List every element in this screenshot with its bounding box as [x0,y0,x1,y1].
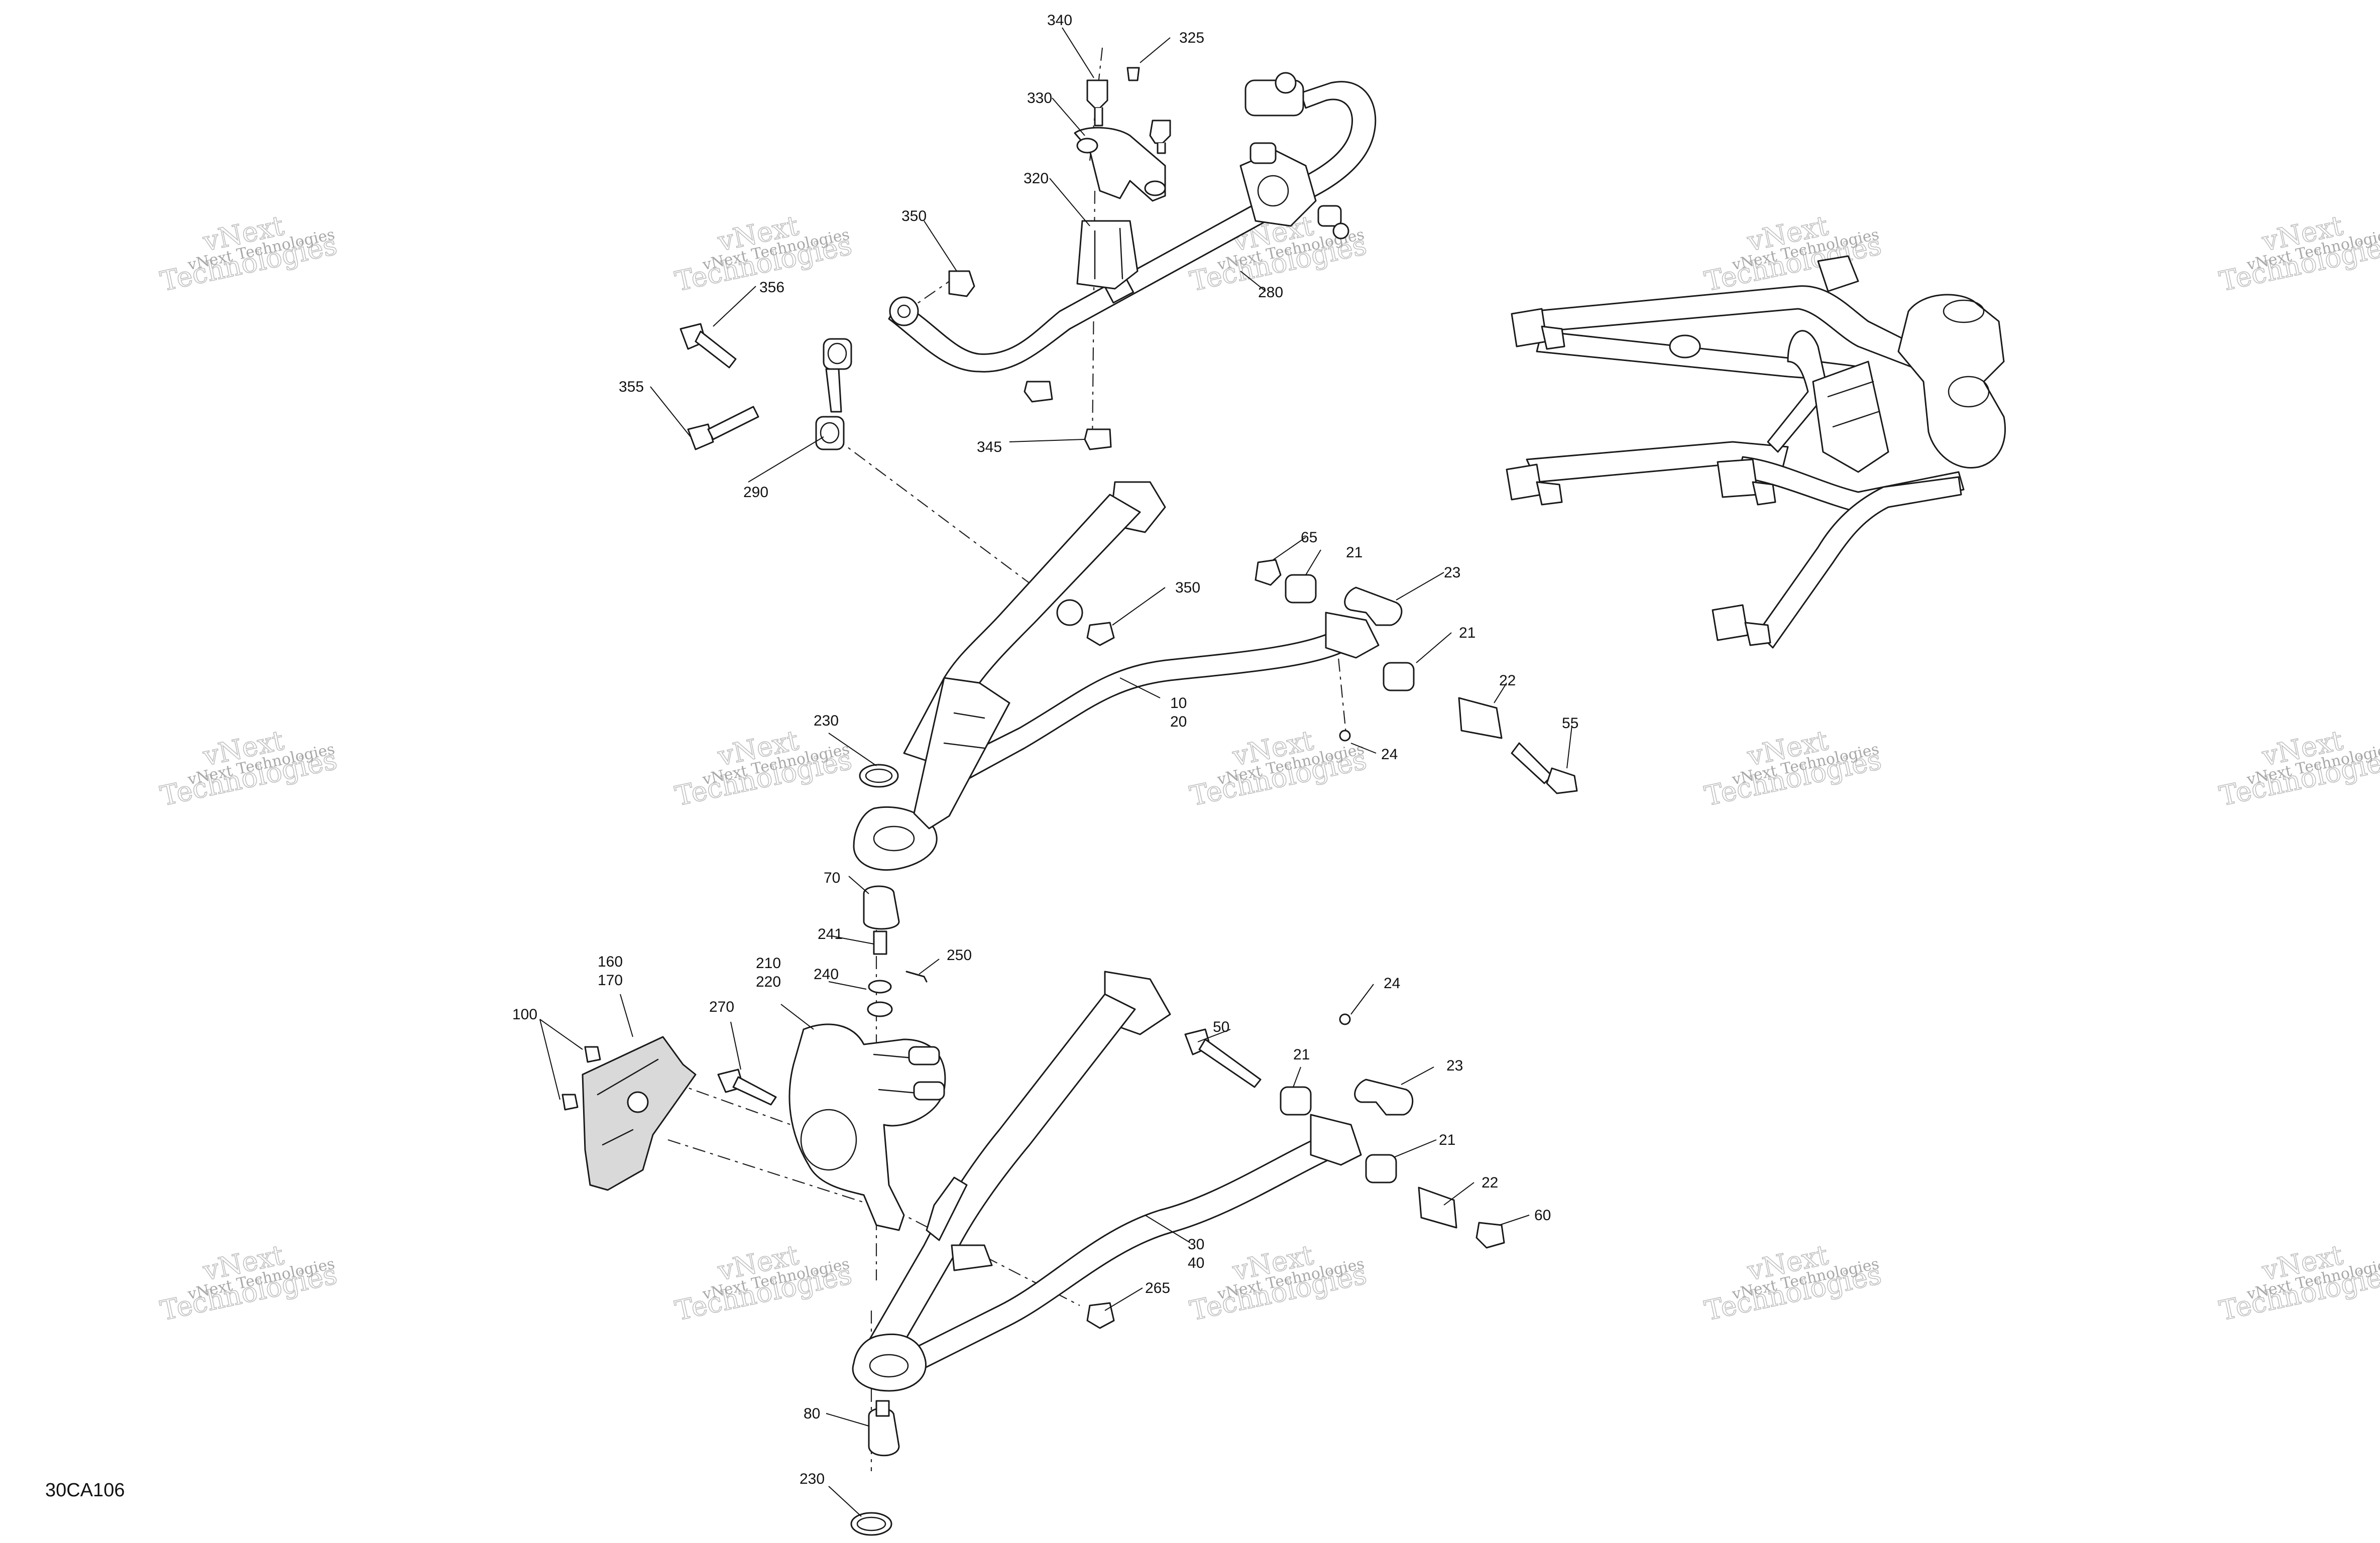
callout-65: 65 [1301,529,1317,546]
callout-230-upper: 230 [814,713,839,729]
callout-55: 55 [1562,715,1578,732]
watermark: Technologies vNext Technologies vNext [1187,1239,1370,1327]
stabilizer-link [679,270,1112,450]
callout-30: 30 [1188,1236,1204,1253]
callout-290: 290 [743,484,768,501]
watermark: Technologies vNext Technologies vNext [672,1239,855,1327]
callout-21-b: 21 [1459,625,1476,641]
callout-320: 320 [1024,170,1049,187]
watermark: Technologies vNext Technologies vNext [1187,724,1370,812]
upper-arm-hardware [1255,559,1578,794]
callout-24-b: 24 [1384,975,1400,992]
callout-100: 100 [512,1006,537,1023]
assembly-line [1335,632,1347,734]
callout-40: 40 [1188,1255,1204,1271]
callout-350-mid: 350 [1175,579,1200,596]
callout-340: 340 [1047,12,1072,29]
callout-345: 345 [977,439,1002,455]
callout-24-a: 24 [1381,746,1398,763]
watermark: Technologies vNext Technologies vNext [157,1239,340,1327]
callout-330: 330 [1027,90,1052,106]
callout-210: 210 [756,955,781,972]
assembly-line [833,436,1043,593]
callout-50: 50 [1213,1019,1229,1035]
watermark: Technologies vNext Technologies vNext [1702,724,1884,812]
upper-a-arm [853,481,1380,871]
watermark: Technologies vNext Technologies vNext [157,724,340,812]
callout-170: 170 [598,972,623,989]
callout-241: 241 [818,926,843,942]
assembly-line [1091,190,1096,447]
callout-70: 70 [824,870,840,886]
diagram-code: 30CA106 [45,1480,125,1501]
callout-labels: 340 325 330 320 350 356 355 290 345 280 … [512,12,1578,1487]
stabilizer-bar [888,72,1377,373]
callout-22-b: 22 [1482,1174,1498,1191]
watermark: Technologies vNext Technologies vNext [2216,209,2380,298]
watermark-layer: Technologies vNext Technologies vNext Te… [157,209,2380,1327]
ball-joint-hardware [859,764,928,1017]
watermark: Technologies vNext Technologies vNext [1702,1239,1884,1327]
callout-265: 265 [1145,1280,1170,1296]
callout-356: 356 [759,279,784,296]
lower-a-arm [852,971,1362,1392]
callout-160: 160 [598,954,623,970]
callout-230-lower: 230 [800,1471,825,1487]
callout-250: 250 [947,947,972,964]
callout-60: 60 [1534,1207,1551,1224]
callout-280: 280 [1258,284,1283,301]
leader-lines [539,27,1572,1517]
callout-355: 355 [619,379,644,395]
callout-23-b: 23 [1446,1057,1463,1074]
brake-shield [561,1036,777,1191]
callout-240: 240 [814,966,839,983]
callout-220: 220 [756,974,781,990]
callout-350-upper: 350 [901,208,927,224]
watermark: Technologies vNext Technologies vNext [1702,209,1884,298]
watermark: Technologies vNext Technologies vNext [2216,724,2380,812]
watermark: Technologies vNext Technologies vNext [157,209,340,298]
lower-arm-hardware [850,1013,1505,1536]
callout-10: 10 [1170,695,1187,711]
callout-270: 270 [709,999,734,1015]
watermark: Technologies vNext Technologies vNext [2216,1239,2380,1327]
knuckle [788,1023,946,1231]
stabilizer-bushing [1074,67,1171,290]
callout-325: 325 [1179,30,1204,46]
callout-22-a: 22 [1499,672,1516,689]
assembled-view [1506,255,2006,649]
callout-21-d: 21 [1439,1132,1455,1148]
callout-20: 20 [1170,714,1187,730]
callout-21-c: 21 [1293,1046,1310,1063]
callout-21-a: 21 [1346,544,1363,561]
watermark: Technologies vNext Technologies vNext [672,209,855,298]
callout-80: 80 [804,1405,820,1422]
callout-23-a: 23 [1444,564,1460,581]
